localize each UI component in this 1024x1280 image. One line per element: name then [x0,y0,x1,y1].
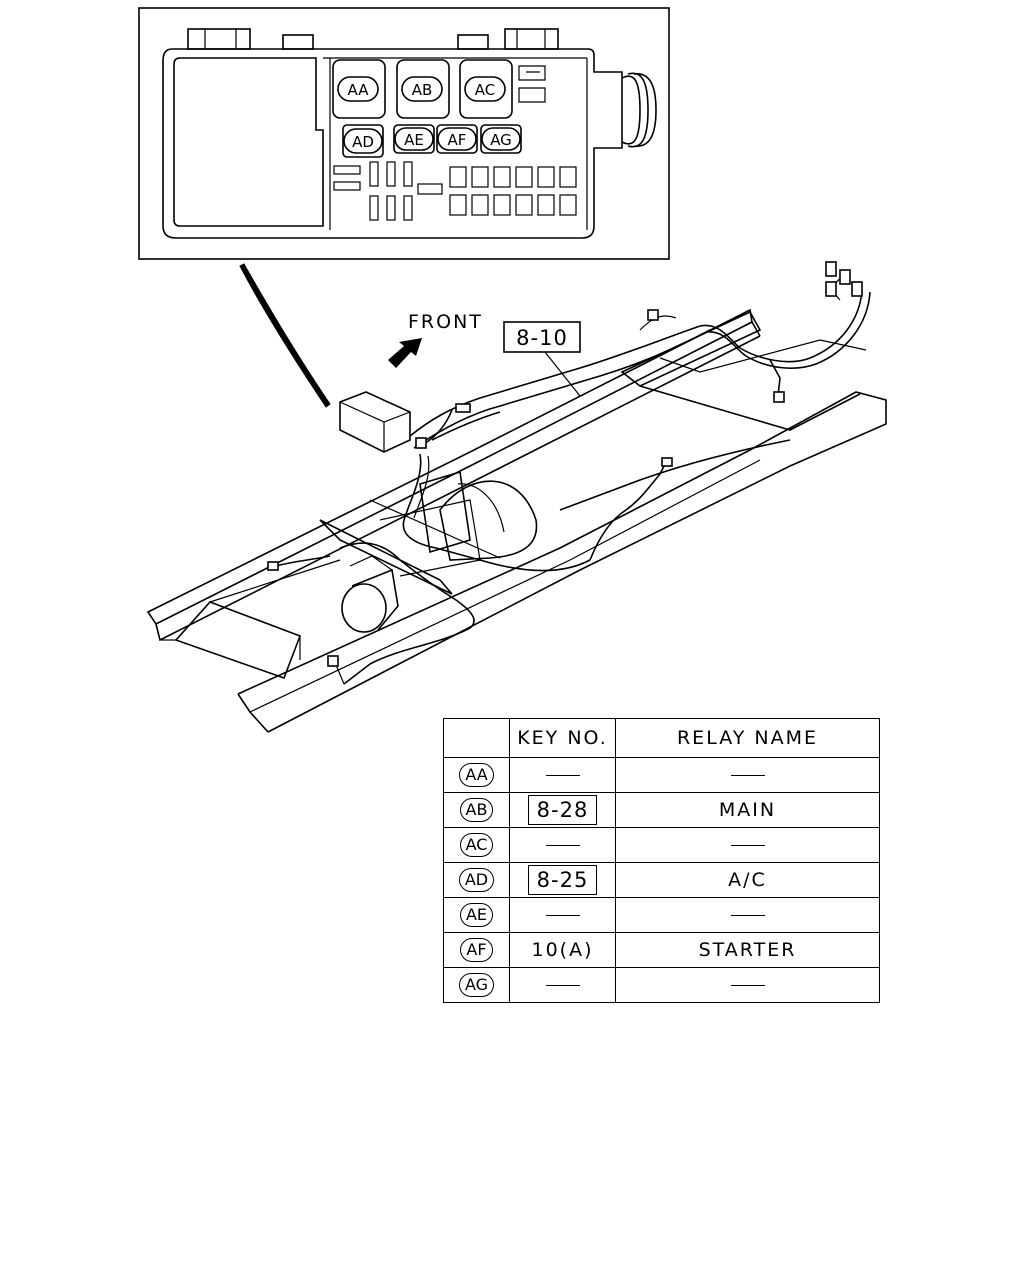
relay-box [339,391,411,453]
relay-code-label: AF [460,938,493,962]
slot-ac-label: AC [464,76,506,102]
row-key-cell [509,757,616,793]
table-row: AA [443,757,880,793]
row-code-cell: AA [443,757,510,793]
row-code-cell: AE [443,897,510,933]
row-relay-name-cell [615,967,880,1003]
relay-name-value: STARTER [698,939,797,961]
relay-code-label: AE [459,903,494,927]
row-relay-name-cell [615,757,880,793]
ref-key-box: 8-10 [503,321,581,397]
relay-name-value: MAIN [718,799,777,821]
empty-dash [730,915,765,916]
slot-ab-label: AB [401,76,443,102]
front-arrow-icon [388,338,422,368]
row-key-cell [509,827,616,863]
row-code-cell: AD [443,862,510,898]
row-key-cell: 10(A) [509,932,616,968]
row-relay-name-cell: MAIN [615,792,880,828]
slot-aa-label: AA [337,76,379,102]
row-relay-name-cell: A/C [615,862,880,898]
empty-dash [545,775,580,776]
svg-text:AE: AE [404,131,424,149]
row-relay-name-cell: STARTER [615,932,880,968]
key-no-value: 10(A) [531,939,594,961]
row-code-cell: AG [443,967,510,1003]
front-label: FRONT [408,311,483,333]
table-row: AD 8-25 A/C [443,862,880,898]
empty-dash [545,845,580,846]
row-key-cell: 8-25 [509,862,616,898]
relay-code-label: AG [458,973,495,997]
table-row: AC [443,827,880,863]
svg-text:AA: AA [348,81,370,99]
slot-ad-label: AD [343,128,383,154]
relay-code-label: AC [459,833,494,857]
header-relay-name: RELAY NAME [615,718,880,758]
relay-name-value: A/C [728,869,767,891]
leader-curve [239,263,331,408]
header-code [443,718,510,758]
row-key-cell [509,897,616,933]
relay-code-label: AD [458,868,495,892]
row-key-cell: 8-28 [509,792,616,828]
svg-text:AB: AB [412,81,433,99]
header-key-no: KEY NO. [509,718,616,758]
row-code-cell: AB [443,792,510,828]
table-row: AE [443,897,880,933]
svg-text:AG: AG [490,131,512,149]
row-key-cell [509,967,616,1003]
row-relay-name-cell [615,897,880,933]
slot-af-label: AF [437,127,477,151]
table-row: AG [443,967,880,1003]
table-header-row: KEY NO. RELAY NAME [443,718,880,758]
empty-dash [545,985,580,986]
empty-dash [730,845,765,846]
empty-dash [545,915,580,916]
svg-text:8-10: 8-10 [516,326,568,350]
slot-ae-label: AE [394,127,434,151]
row-relay-name-cell [615,827,880,863]
svg-text:AC: AC [475,81,495,99]
key-no-value: 8-28 [527,795,598,825]
table-row: AF 10(A) STARTER [443,932,880,968]
fuse-box-inset: AA AB AC AD AE AF AG [138,7,670,260]
row-code-cell: AC [443,827,510,863]
svg-text:AF: AF [448,131,467,149]
slot-ag-label: AG [481,127,521,151]
wire-harness [267,261,871,685]
relay-code-label: AA [459,763,494,787]
row-code-cell: AF [443,932,510,968]
svg-text:AD: AD [352,133,374,151]
key-no-value: 8-25 [527,865,598,895]
empty-dash [730,985,765,986]
table-row: AB 8-28 MAIN [443,792,880,828]
relay-code-label: AB [459,798,494,822]
empty-dash [730,775,765,776]
chassis-frame [146,308,887,733]
